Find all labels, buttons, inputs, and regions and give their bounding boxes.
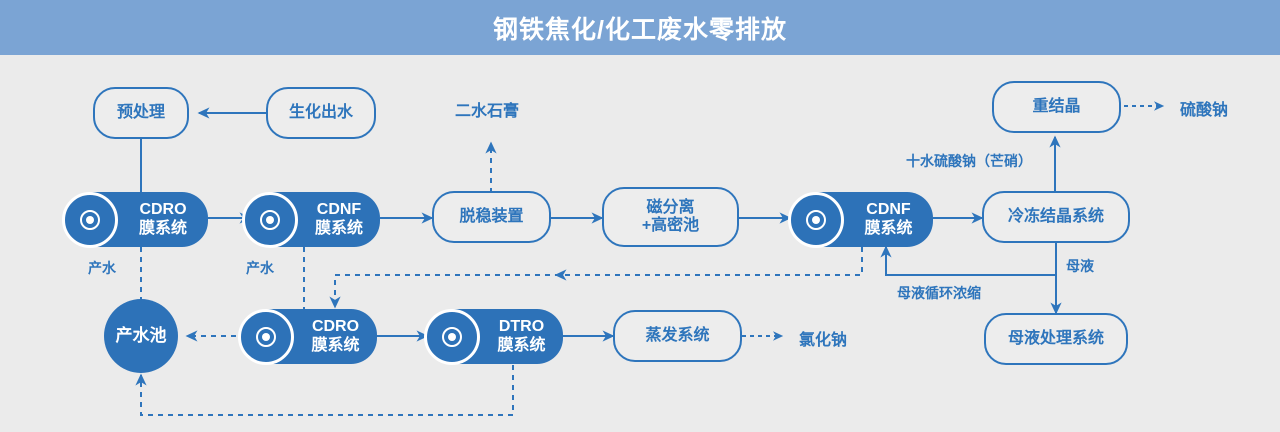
edge-label-mother-liquor: 母液 <box>1066 258 1094 274</box>
node-evaporation-system[interactable]: 蒸发系统 <box>613 310 742 362</box>
node-evaporation-system-label: 蒸发系统 <box>645 326 710 344</box>
membrane-disc-icon <box>424 308 480 365</box>
edge-label-ml-recirculate: 母液循环浓缩 <box>897 285 981 301</box>
node-product-water-pool-label: 产水池 <box>115 326 167 346</box>
flow-canvas: 预处理 生化出水 CDRO 膜系统 CDNF 膜系统 脱稳装置 <box>0 55 1280 432</box>
node-cdro-membrane-1-label: CDRO 膜系统 <box>138 201 187 237</box>
node-cdro-membrane-2-label: CDRO 膜系统 <box>311 318 360 354</box>
node-mother-liquor-treatment-label: 母液处理系统 <box>1007 329 1104 347</box>
membrane-disc-icon-ring <box>442 326 462 347</box>
edge-label-product-water-1: 产水 <box>88 260 116 276</box>
membrane-disc-icon-core <box>262 332 270 341</box>
membrane-disc-icon <box>238 308 294 365</box>
node-pretreatment[interactable]: 预处理 <box>93 87 189 139</box>
membrane-disc-icon <box>242 191 298 248</box>
node-cdnf-membrane-2-label: CDNF 膜系统 <box>864 201 913 237</box>
membrane-disc-icon <box>788 191 844 248</box>
node-freeze-crystallization-label: 冷冻结晶系统 <box>1007 207 1104 225</box>
edge-label-product-water-2: 产水 <box>246 260 274 276</box>
membrane-disc-icon <box>62 191 118 248</box>
node-product-water-pool[interactable]: 产水池 <box>104 299 178 373</box>
membrane-disc-icon-core <box>266 215 274 224</box>
node-cdnf-membrane-1[interactable]: CDNF 膜系统 <box>242 191 380 248</box>
node-freeze-crystallization[interactable]: 冷冻结晶系统 <box>982 191 1130 243</box>
membrane-disc-icon-core <box>448 332 456 341</box>
edge-label-glauber-salt: 十水硫酸钠（芒硝） <box>906 153 1032 169</box>
node-recrystallization-label: 重结晶 <box>1032 97 1081 115</box>
membrane-disc-icon-core <box>812 215 820 224</box>
membrane-disc-icon-ring <box>806 209 826 230</box>
edge-layer <box>135 101 1165 416</box>
page-header: 钢铁焦化/化工废水零排放 <box>0 0 1280 55</box>
terminal-sodium-sulfate: 硫酸钠 <box>1180 102 1229 119</box>
edge-cdnf2-to-cdro2-return <box>329 247 863 309</box>
node-cdnf-membrane-1-label: CDNF 膜系统 <box>314 201 363 237</box>
node-bio-effluent[interactable]: 生化出水 <box>266 87 376 139</box>
edge-dtro-to-waterpool <box>135 365 514 416</box>
node-magnetic-separation-label: 磁分离 +高密池 <box>641 198 700 234</box>
node-destabilizer[interactable]: 脱稳装置 <box>432 191 551 243</box>
node-mother-liquor-treatment[interactable]: 母液处理系统 <box>984 313 1128 365</box>
membrane-disc-icon-core <box>86 215 94 224</box>
membrane-disc-icon-ring <box>256 326 276 347</box>
terminal-gypsum: 二水石膏 <box>455 103 520 120</box>
terminal-sodium-chloride: 氯化钠 <box>799 332 848 349</box>
node-magnetic-separation[interactable]: 磁分离 +高密池 <box>602 187 739 247</box>
node-dtro-membrane-label: DTRO 膜系统 <box>497 318 546 354</box>
node-recrystallization[interactable]: 重结晶 <box>992 81 1121 133</box>
node-destabilizer-label: 脱稳装置 <box>459 207 524 225</box>
node-dtro-membrane[interactable]: DTRO 膜系统 <box>424 308 563 365</box>
page-title: 钢铁焦化/化工废水零排放 <box>493 15 787 44</box>
node-pretreatment-label: 预处理 <box>116 103 165 121</box>
membrane-disc-icon-ring <box>260 209 280 230</box>
node-cdro-membrane-2[interactable]: CDRO 膜系统 <box>238 308 377 365</box>
membrane-disc-icon-ring <box>80 209 100 230</box>
node-cdnf-membrane-2[interactable]: CDNF 膜系统 <box>788 191 933 248</box>
node-cdro-membrane-1[interactable]: CDRO 膜系统 <box>62 191 208 248</box>
node-bio-effluent-label: 生化出水 <box>288 103 353 121</box>
edge-ml-recirculate-to-cdnf2 <box>880 245 1056 276</box>
